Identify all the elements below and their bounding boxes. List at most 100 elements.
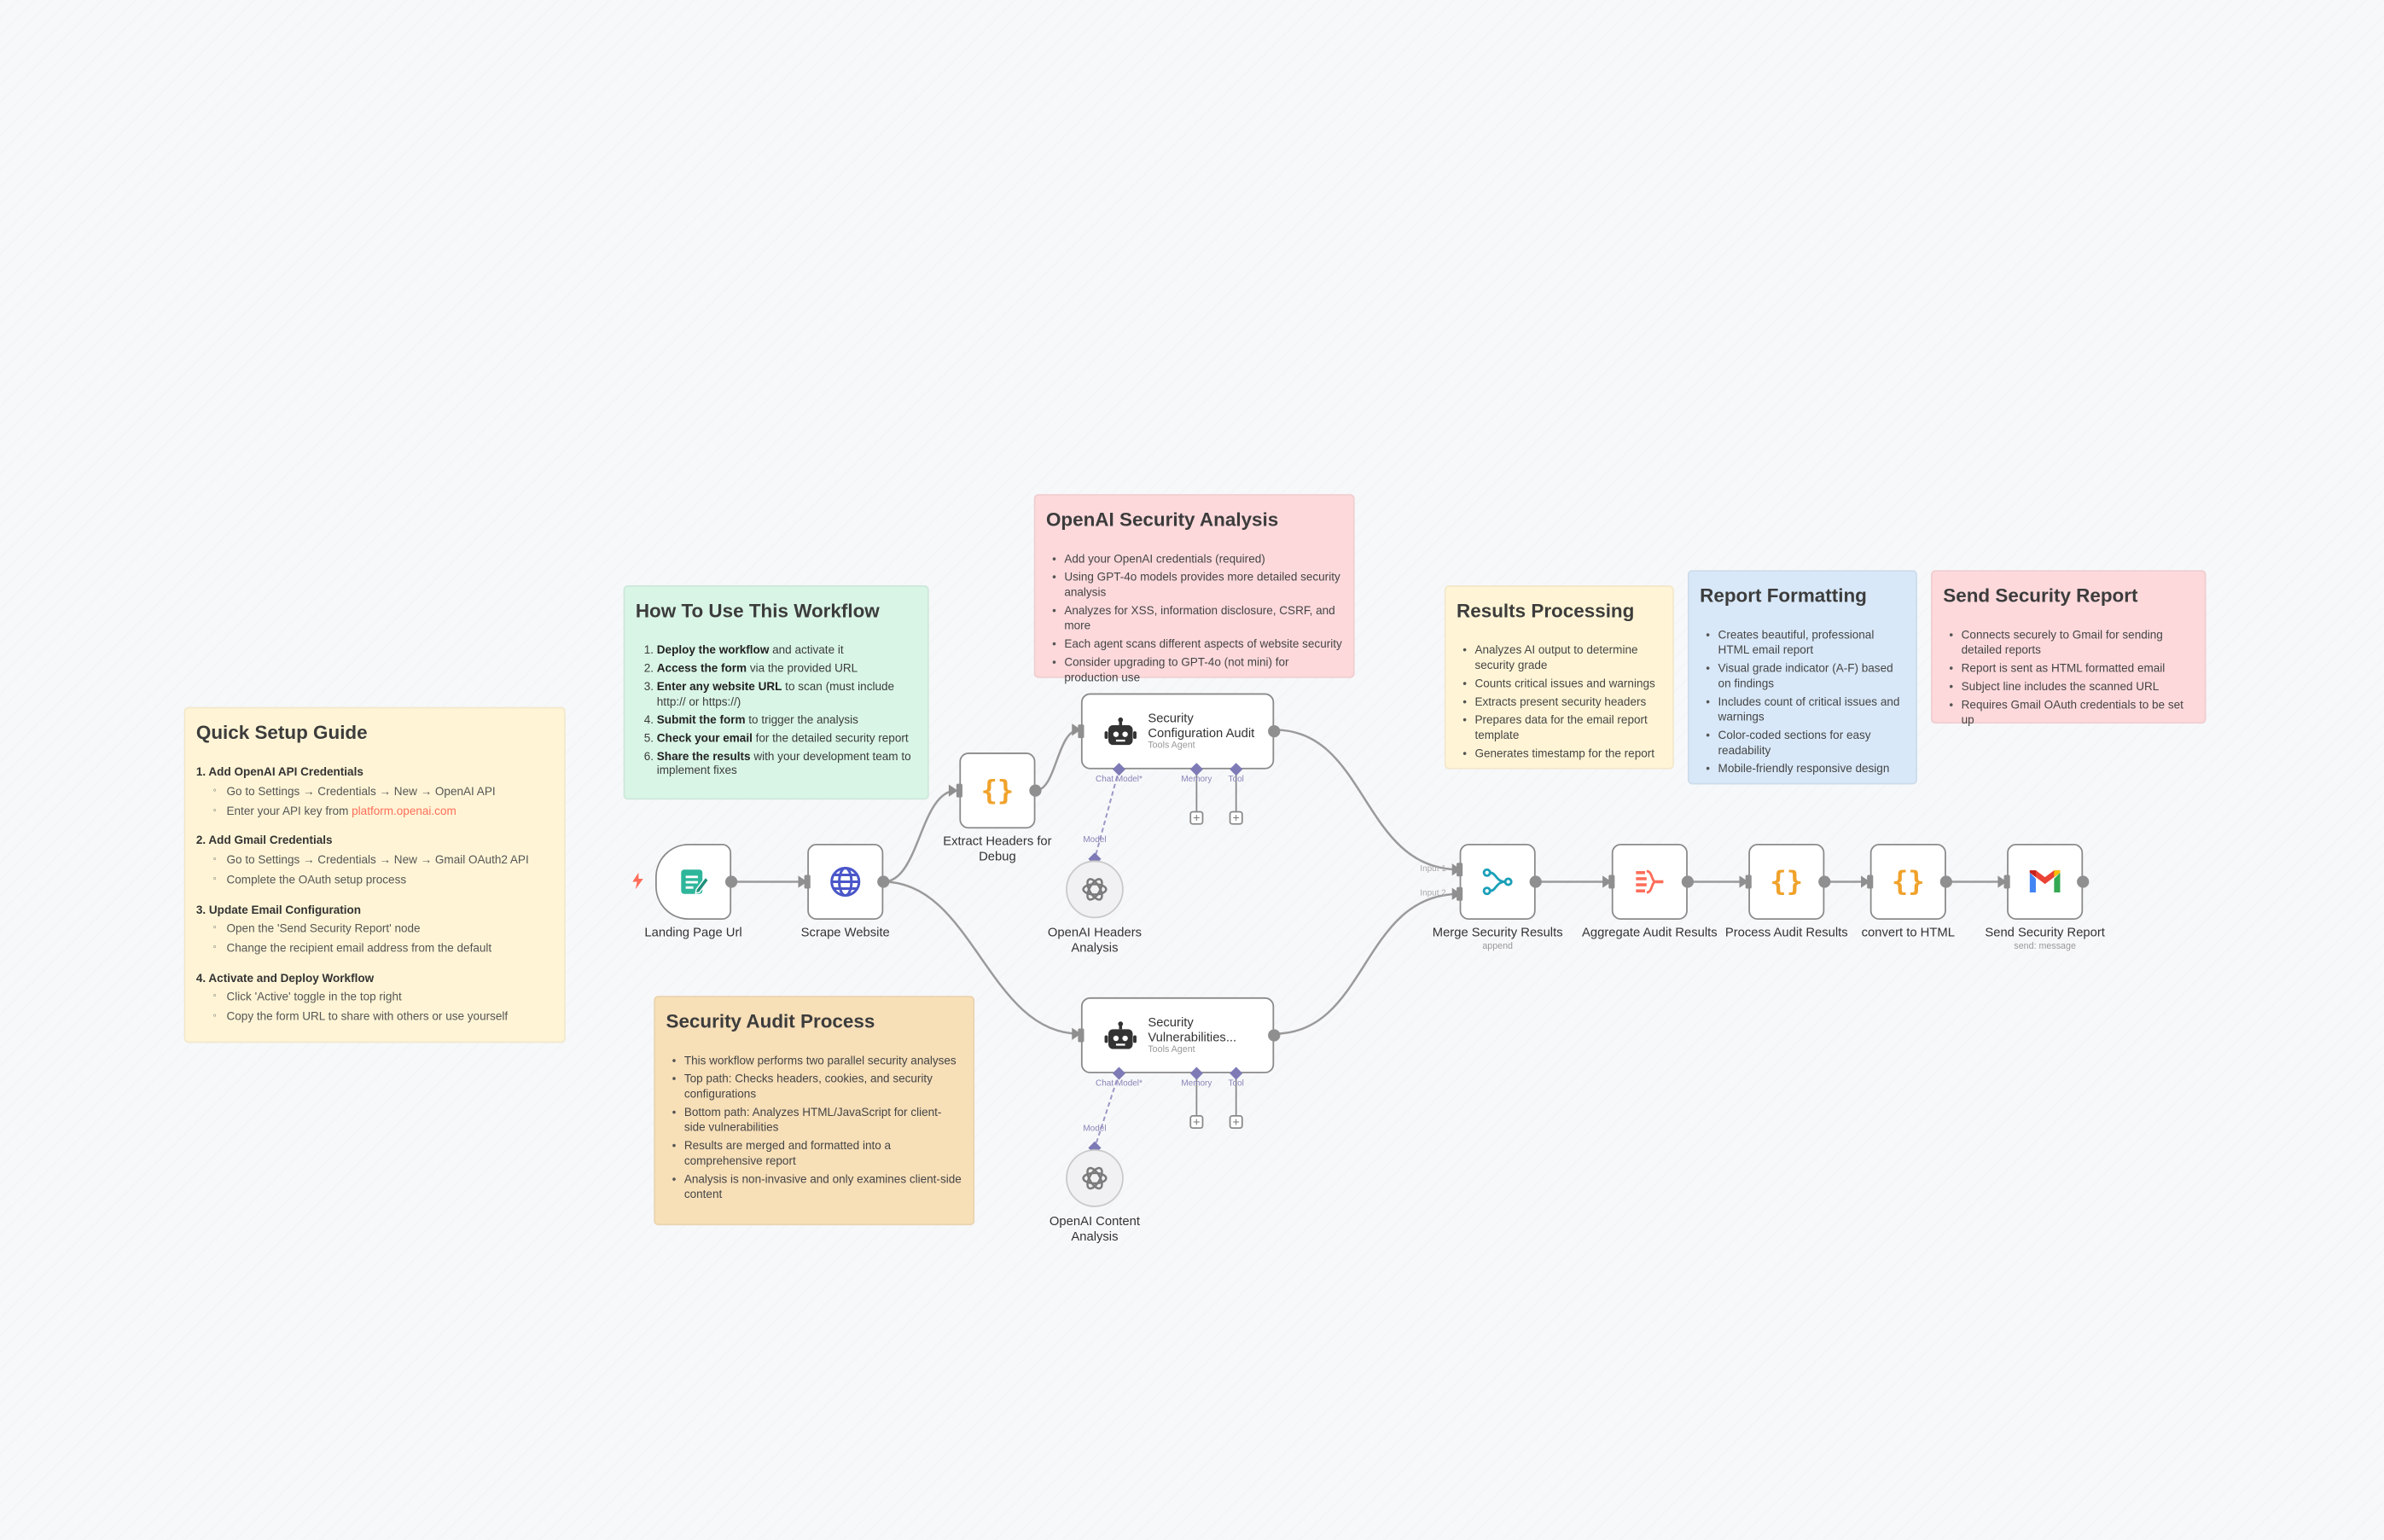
port-label: Memory bbox=[1181, 775, 1212, 785]
input-port[interactable] bbox=[1867, 875, 1874, 889]
wire-vuln-merge bbox=[1274, 892, 1460, 1035]
note-how-to-use[interactable]: How To Use This Workflow Deploy the work… bbox=[623, 585, 929, 800]
note-quick-setup-guide[interactable]: Quick Setup Guide 1. Add OpenAI API Cred… bbox=[183, 706, 566, 1043]
node-extract-headers[interactable]: {} bbox=[959, 753, 1036, 829]
input-port[interactable] bbox=[2003, 875, 2010, 889]
openai-platform-link[interactable]: platform.openai.com bbox=[352, 803, 456, 817]
output-port[interactable] bbox=[1268, 724, 1281, 738]
port-label: Tool bbox=[1228, 775, 1244, 785]
node-process-audit-results[interactable]: {} bbox=[1748, 843, 1825, 921]
openai-icon bbox=[1082, 878, 1108, 901]
list-item: Extracts present security headers bbox=[1462, 695, 1661, 711]
list-item: Creates beautiful, professional HTML ema… bbox=[1706, 629, 1905, 659]
node-convert-to-html[interactable]: {} bbox=[1869, 843, 1946, 921]
input-port[interactable] bbox=[1078, 724, 1084, 739]
node-label: Merge Security Results bbox=[1432, 924, 1563, 940]
node-label: Send Security Report bbox=[1985, 924, 2105, 940]
input-port[interactable] bbox=[1608, 875, 1615, 889]
setup-section-deploy: 4. Activate and Deploy Workflow Click 'A… bbox=[196, 971, 554, 1025]
input-port-2[interactable] bbox=[1457, 886, 1463, 901]
list-item: Subject line includes the scanned URL bbox=[1949, 680, 2195, 695]
output-port[interactable] bbox=[1268, 1029, 1281, 1042]
svg-text:{}: {} bbox=[1892, 865, 1925, 898]
list-item: Analyzes AI output to determine security… bbox=[1462, 643, 1661, 673]
node-openai-content-analysis[interactable] bbox=[1066, 1149, 1124, 1207]
aggregate-icon bbox=[1636, 869, 1664, 894]
trigger-bolt-icon bbox=[632, 872, 643, 890]
note-title: How To Use This Workflow bbox=[635, 600, 880, 622]
how-to-steps: Deploy the workflow and activate it Acce… bbox=[636, 643, 917, 778]
list-item: Using GPT-4o models provides more detail… bbox=[1052, 571, 1342, 601]
output-port[interactable] bbox=[1029, 784, 1042, 797]
port-label: Input 2 bbox=[1420, 889, 1446, 899]
output-port[interactable] bbox=[1681, 875, 1695, 888]
svg-text:{}: {} bbox=[981, 774, 1015, 806]
how-to-step: Share the results with your development … bbox=[657, 749, 917, 779]
output-port[interactable] bbox=[1939, 875, 1952, 888]
node-label: convert to HTML bbox=[1861, 924, 1955, 940]
note-report-formatting[interactable]: Report Formatting Creates beautiful, pro… bbox=[1687, 570, 1917, 785]
setup-section-openai: 1. Add OpenAI API Credentials Go to Sett… bbox=[196, 765, 554, 819]
code-braces-icon: {} bbox=[1892, 865, 1925, 898]
wire-extract-config bbox=[1035, 729, 1080, 792]
form-icon bbox=[681, 869, 710, 894]
list-item: Consider upgrading to GPT-4o (not mini) … bbox=[1052, 655, 1342, 685]
wire-scrape-vuln bbox=[883, 880, 1080, 1035]
svg-text:{}: {} bbox=[1770, 865, 1803, 898]
note-security-audit-process[interactable]: Security Audit Process This workflow per… bbox=[654, 996, 975, 1226]
list-item: Mobile-friendly responsive design bbox=[1706, 762, 1905, 777]
setup-section-gmail: 2. Add Gmail Credentials Go to Settings … bbox=[196, 834, 554, 887]
output-port[interactable] bbox=[724, 875, 738, 888]
globe-icon bbox=[830, 866, 861, 898]
node-label: OpenAI Content Analysis bbox=[1049, 1212, 1140, 1245]
node-aggregate-audit-results[interactable] bbox=[1611, 843, 1688, 921]
node-subtitle: Tools Agent bbox=[1148, 1045, 1195, 1055]
list-item: Add your OpenAI credentials (required) bbox=[1052, 552, 1342, 567]
input-port-1[interactable] bbox=[1457, 863, 1463, 877]
output-port[interactable] bbox=[877, 875, 890, 888]
add-memory-button[interactable]: + bbox=[1189, 811, 1204, 825]
list-item: This workflow performs two parallel secu… bbox=[672, 1054, 962, 1069]
port-label: Chat Model* bbox=[1096, 1079, 1143, 1089]
input-port[interactable] bbox=[804, 875, 811, 889]
node-landing-page-url[interactable] bbox=[654, 843, 732, 921]
gmail-icon bbox=[2029, 870, 2061, 892]
note-title: Security Audit Process bbox=[666, 1010, 875, 1032]
output-port[interactable] bbox=[2077, 875, 2090, 888]
note-title: OpenAI Security Analysis bbox=[1045, 508, 1279, 531]
openai-icon bbox=[1082, 1166, 1108, 1190]
add-tool-button[interactable]: + bbox=[1229, 811, 1243, 825]
how-to-step: Check your email for the detailed securi… bbox=[657, 730, 917, 746]
output-port[interactable] bbox=[1529, 875, 1542, 888]
port-label: Model bbox=[1083, 836, 1107, 846]
list-item: Connects securely to Gmail for sending d… bbox=[1949, 629, 2195, 659]
list-item: Counts critical issues and warnings bbox=[1462, 677, 1661, 692]
node-merge-security-results[interactable] bbox=[1459, 843, 1536, 921]
note-openai-security-analysis[interactable]: OpenAI Security Analysis Add your OpenAI… bbox=[1033, 494, 1355, 684]
node-send-security-report[interactable] bbox=[2007, 843, 2084, 921]
note-send-security-report[interactable]: Send Security Report Connects securely t… bbox=[1931, 570, 2207, 727]
note-title: Report Formatting bbox=[1700, 585, 1867, 607]
add-tool-button[interactable]: + bbox=[1229, 1115, 1243, 1130]
node-openai-headers-analysis[interactable] bbox=[1066, 860, 1124, 919]
how-to-step: Deploy the workflow and activate it bbox=[657, 643, 917, 659]
add-memory-button[interactable]: + bbox=[1189, 1115, 1204, 1130]
node-security-vulnerabilities[interactable]: Security Vulnerabilities... Tools Agent bbox=[1080, 997, 1275, 1074]
note-title: Results Processing bbox=[1457, 600, 1635, 622]
note-title: Send Security Report bbox=[1943, 585, 2138, 607]
list-item: Generates timestamp for the report bbox=[1462, 747, 1661, 762]
note-results-processing[interactable]: Results Processing Analyzes AI output to… bbox=[1444, 585, 1674, 770]
node-subtitle: Tools Agent bbox=[1148, 741, 1195, 752]
list-item: Visual grade indicator (A-F) based on fi… bbox=[1706, 662, 1905, 692]
list-item: Top path: Checks headers, cookies, and s… bbox=[672, 1072, 962, 1102]
list-item: Analysis is non-invasive and only examin… bbox=[672, 1172, 962, 1202]
node-title: Security Configuration Audit bbox=[1148, 710, 1255, 741]
output-port[interactable] bbox=[1818, 875, 1831, 888]
input-port[interactable] bbox=[956, 783, 962, 798]
input-port[interactable] bbox=[1745, 875, 1752, 889]
node-scrape-website[interactable] bbox=[807, 843, 884, 921]
node-security-configuration-audit[interactable]: Security Configuration Audit Tools Agent bbox=[1080, 693, 1275, 770]
input-port[interactable] bbox=[1078, 1028, 1084, 1043]
how-to-step: Access the form via the provided URL bbox=[657, 662, 917, 677]
